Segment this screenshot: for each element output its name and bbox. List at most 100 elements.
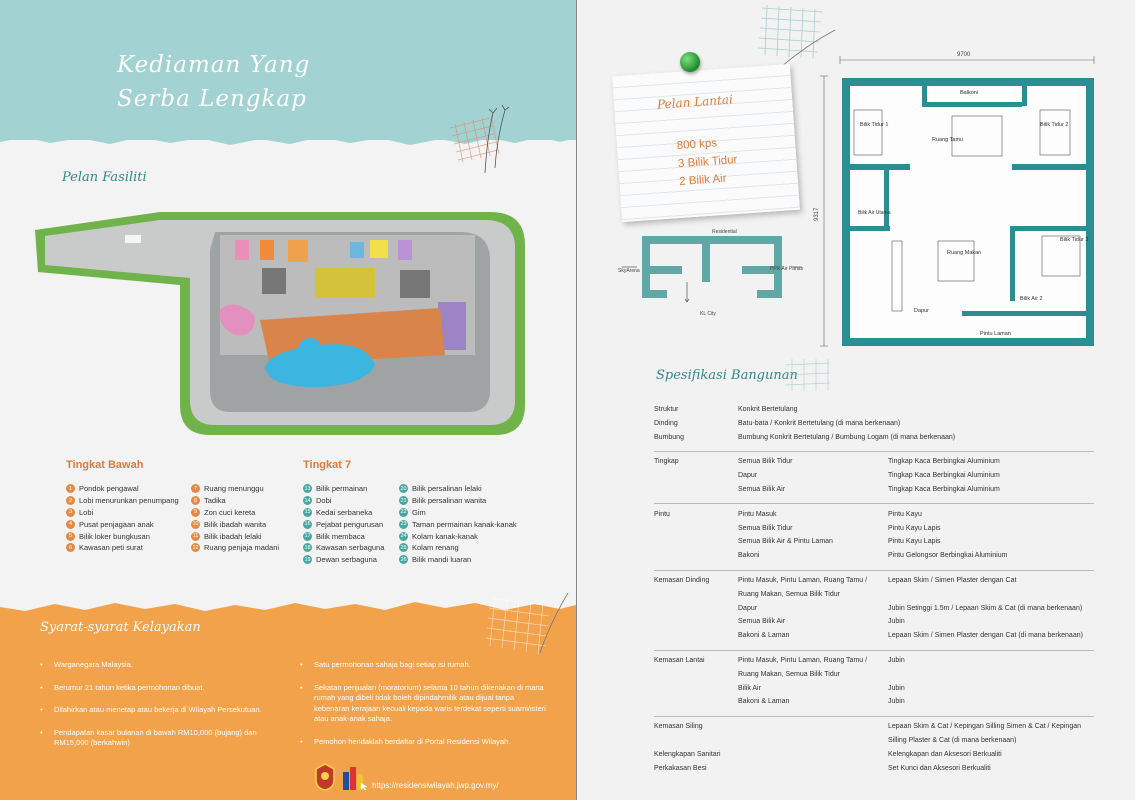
- cursor-arrow-icon: [360, 782, 368, 791]
- crest-logo-icon: [315, 763, 335, 791]
- spec-divider: [654, 715, 1094, 717]
- room-bilik-air-2: Bilik Air 2: [1020, 296, 1043, 302]
- room-bilik-tidur-2: Bilik Tidur 2: [1040, 122, 1068, 128]
- table-cell: Bakoni & Laman: [738, 632, 790, 640]
- room-dapur: Dapur: [914, 308, 929, 314]
- level7-heading: Tingkat 7: [303, 459, 352, 471]
- room-ruang-tamu: Ruang Tamu: [932, 137, 963, 143]
- table-cell: Semua Bilik Air & Pintu Laman: [738, 538, 833, 546]
- site-plan-illustration: [35, 212, 525, 435]
- table-cell: Lepaan Skim / Simen Plaster dengan Cat (…: [888, 632, 1083, 640]
- header-band: [0, 0, 576, 140]
- key-residential-label: Residential: [712, 229, 737, 235]
- spec-divider: [654, 503, 1094, 505]
- torn-paper-edge: [0, 602, 576, 618]
- table-cell: Bakoni: [738, 552, 760, 560]
- table-cell: Dapur: [738, 472, 758, 480]
- table-cell: Dapur: [738, 604, 758, 612]
- grid-doodle-icon: [449, 104, 510, 174]
- table-cell: Pintu Masuk, Pintu Laman, Ruang Tamu /: [738, 577, 868, 584]
- left-page: Kediaman Yang Serba Lengkap Pelan Fasili…: [0, 0, 576, 800]
- ground-floor-heading: Tingkat Bawah: [66, 459, 144, 471]
- table-cell: Tingkap: [654, 458, 679, 466]
- table-cell: Jubin: [888, 698, 905, 706]
- table-cell: Pintu Kayu Lapis: [888, 538, 941, 546]
- key-ppr-label: PPR Air Panas: [770, 266, 804, 272]
- table-cell: Tingkap Kaca Berbingkai Aluminium: [888, 486, 1000, 493]
- portal-link[interactable]: https://residensiwilayah.jwp.gov.my/: [372, 781, 499, 790]
- table-cell: Lepaan Skim / Simen Plaster dengan Cat: [888, 577, 1017, 584]
- table-cell: Konkrit Bertetulang: [738, 406, 798, 413]
- note-details: 800 kps 3 Bilik Tidur 2 Bilik Air: [676, 133, 739, 191]
- table-cell: Pintu Masuk, Pintu Laman, Ruang Tamu /: [738, 657, 868, 664]
- table-cell: Lepaan Skim & Cat / Kepingan Silling Sim…: [888, 723, 1082, 731]
- table-cell: Semua Bilik Tidur: [738, 458, 793, 466]
- table-cell: Kemasan Lantai: [654, 657, 705, 664]
- table-cell: Pintu Kayu Lapis: [888, 524, 941, 532]
- list-item: Pendapatan kasar bulanan di bawah RM10,0…: [40, 728, 280, 749]
- list-item: Warganegara Malaysia.: [40, 660, 280, 671]
- table-cell: Kemasan Siling: [654, 723, 703, 731]
- height-dimension: 9317: [814, 207, 820, 221]
- torn-paper-edge: [0, 128, 576, 145]
- room-bilik-air-utama: Bilik Air Utama: [858, 210, 891, 216]
- eligibility-list-col2: Satu permohonan sahaja bagi setiap isi r…: [300, 660, 550, 759]
- facility-plan-heading: Pelan Fasiliti: [62, 170, 147, 185]
- table-cell: Pintu Kayu: [888, 510, 922, 518]
- table-cell: Kelengkapan Sanitari: [654, 750, 721, 758]
- table-cell: Ruang Makan, Semua Bilik Tidur: [738, 590, 840, 598]
- table-cell: Jubin: [888, 684, 905, 692]
- table-cell: Kemasan Dinding: [654, 577, 710, 584]
- table-cell: Semua Bilik Air: [738, 486, 786, 493]
- table-cell: Semua Bilik Air: [738, 618, 786, 626]
- room-pintu-laman: Pintu Laman: [980, 331, 1011, 337]
- table-cell: Bumbung Konkrit Bertetulang / Bumbung Lo…: [738, 433, 956, 441]
- table-cell: Silling Plaster & Cat (di mana berkenaan…: [888, 737, 1017, 744]
- spec-divider: [654, 649, 1094, 651]
- table-cell: Pintu Masuk: [738, 510, 777, 518]
- room-bilik-tidur-3: Bilik Tidur 3: [1060, 237, 1088, 243]
- list-item: Dilahirkan atau menetap atau bekerja di …: [40, 705, 280, 716]
- table-cell: Struktur: [654, 406, 679, 413]
- table-cell: Dinding: [654, 419, 678, 427]
- table-cell: Bakoni & Laman: [738, 698, 790, 706]
- table-cell: Tingkap Kaca Berbingkai Aluminium: [888, 458, 1000, 466]
- table-cell: Tingkap Kaca Berbingkai Aluminium: [888, 472, 1000, 480]
- page-spine: [576, 0, 577, 800]
- list-item: Berumur 21 tahun ketika permohonan dibua…: [40, 683, 280, 694]
- table-cell: Bumbung: [654, 433, 684, 441]
- page-title: Kediaman Yang Serba Lengkap: [117, 52, 311, 112]
- floor-plan-diagram: 9700 9317 Bilik Tidur 1 Bilik Tidur 2 Ba…: [814, 52, 1095, 347]
- grid-doodle-icon: [784, 359, 831, 391]
- table-cell: Semua Bilik Tidur: [738, 524, 793, 532]
- table-cell: Batu-bata / Konkrit Bertetulang (di mana…: [738, 419, 901, 427]
- table-cell: Jubin Setinggi 1.5m / Lepaan Skim & Cat …: [888, 604, 1083, 612]
- room-balkoni: Balkoni: [960, 90, 978, 96]
- grid-doodle-icon: [757, 4, 836, 67]
- table-cell: Pintu Gelongsor Berbingkai Aluminium: [888, 552, 1008, 560]
- key-plan-diagram: Residential SkyArena PPR Air Panas KL Ci…: [618, 229, 804, 317]
- table-cell: Jubin: [888, 657, 905, 664]
